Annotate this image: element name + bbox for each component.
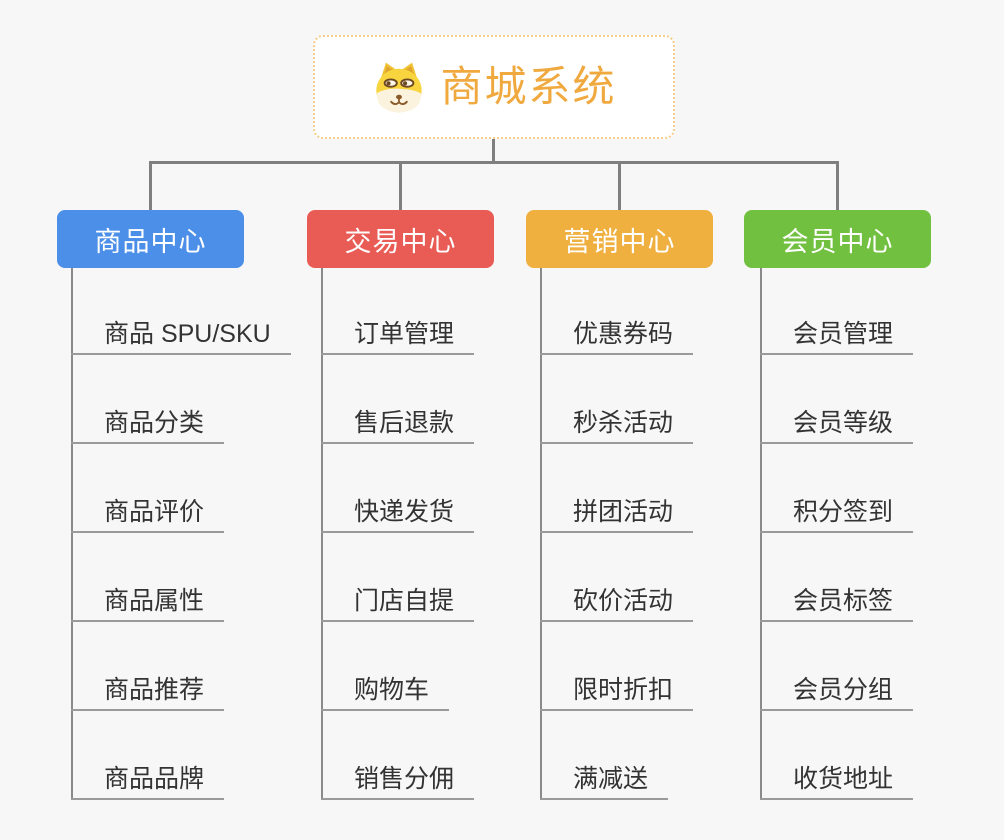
leaf-node-full-discount[interactable]: 满减送 <box>540 762 669 800</box>
leaf-node-product-spu-sku[interactable]: 商品 SPU/SKU <box>71 317 291 355</box>
leaf-node-bargain[interactable]: 砍价活动 <box>540 584 694 622</box>
leaf-node-flash-sale[interactable]: 秒杀活动 <box>540 406 694 444</box>
leaf-node-time-discount[interactable]: 限时折扣 <box>540 673 694 711</box>
leaf-node-product-attr[interactable]: 商品属性 <box>71 584 225 622</box>
connector-root-stub <box>492 139 495 164</box>
connector-drop-2 <box>399 161 402 211</box>
leaf-node-product-reco[interactable]: 商品推荐 <box>71 673 225 711</box>
leaf-node-address[interactable]: 收货地址 <box>760 762 914 800</box>
doge-icon <box>371 60 427 114</box>
leaf-node-store-pickup[interactable]: 门店自提 <box>321 584 475 622</box>
branch-node-trade-center[interactable]: 交易中心 <box>307 210 494 268</box>
leaf-node-coupon[interactable]: 优惠券码 <box>540 317 694 355</box>
leaf-node-member-tag[interactable]: 会员标签 <box>760 584 914 622</box>
branch-node-marketing-center[interactable]: 营销中心 <box>526 210 713 268</box>
leaf-node-refund[interactable]: 售后退款 <box>321 406 475 444</box>
connector-drop-1 <box>149 161 152 211</box>
branch-node-member-center[interactable]: 会员中心 <box>744 210 931 268</box>
leaf-node-product-review[interactable]: 商品评价 <box>71 495 225 533</box>
leaf-node-commission[interactable]: 销售分佣 <box>321 762 475 800</box>
branch-trunk-member <box>760 268 762 800</box>
branch-trunk-trade <box>321 268 323 800</box>
connector-drop-3 <box>618 161 621 211</box>
leaf-node-product-category[interactable]: 商品分类 <box>71 406 225 444</box>
leaf-node-shipping[interactable]: 快递发货 <box>321 495 475 533</box>
branch-trunk-marketing <box>540 268 542 800</box>
leaf-node-cart[interactable]: 购物车 <box>321 673 450 711</box>
leaf-node-member-level[interactable]: 会员等级 <box>760 406 914 444</box>
root-title: 商城系统 <box>440 63 617 110</box>
branch-trunk-product <box>71 268 73 800</box>
leaf-node-member-mgmt[interactable]: 会员管理 <box>760 317 914 355</box>
root-node[interactable]: 商城系统 <box>313 35 675 139</box>
leaf-node-order-mgmt[interactable]: 订单管理 <box>321 317 475 355</box>
leaf-node-points-signin[interactable]: 积分签到 <box>760 495 914 533</box>
branch-node-product-center[interactable]: 商品中心 <box>57 210 244 268</box>
connector-bus <box>149 161 839 164</box>
leaf-node-member-group[interactable]: 会员分组 <box>760 673 914 711</box>
leaf-node-product-brand[interactable]: 商品品牌 <box>71 762 225 800</box>
leaf-node-group-buy[interactable]: 拼团活动 <box>540 495 694 533</box>
connector-drop-4 <box>836 161 839 211</box>
